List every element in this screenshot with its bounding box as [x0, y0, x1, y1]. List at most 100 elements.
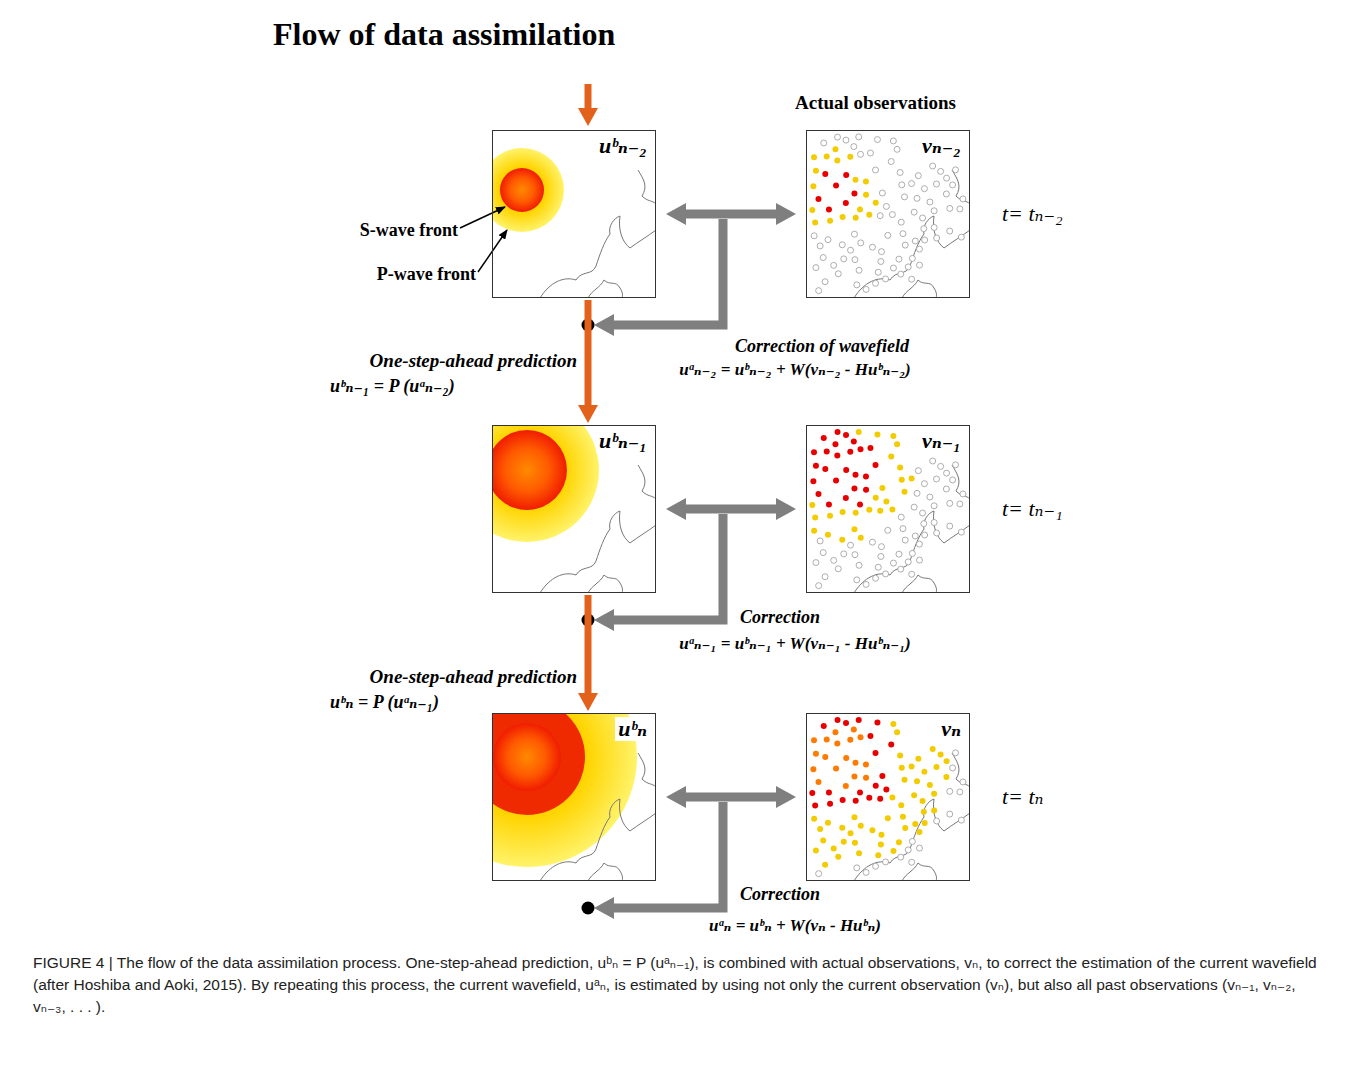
station-dot [958, 529, 964, 535]
station-dot [840, 214, 846, 220]
station-dot [934, 818, 940, 824]
station-dot [851, 144, 857, 150]
s-wave-core [493, 723, 561, 791]
station-dot [810, 766, 816, 772]
station-dot [917, 262, 923, 268]
station-dot [885, 815, 891, 821]
station-dot [853, 510, 859, 516]
station-dot [889, 795, 895, 801]
prediction-arrow [585, 300, 592, 407]
station-dot [943, 486, 949, 492]
station-dot [899, 477, 905, 483]
station-dot [826, 206, 832, 212]
station-dot [874, 432, 880, 438]
station-dot [927, 782, 933, 788]
station-dot [947, 228, 953, 234]
station-dot [812, 514, 818, 520]
s-wave-zone [500, 168, 544, 212]
analysis-dot [582, 902, 595, 915]
station-dot [944, 758, 950, 764]
station-dot [820, 255, 826, 261]
station-dot [843, 432, 849, 438]
station-dot [817, 243, 823, 249]
station-dot [822, 279, 828, 285]
station-dot [820, 550, 826, 556]
station-dot [851, 727, 857, 733]
station-dot [896, 839, 902, 845]
station-dot [825, 820, 831, 826]
station-dot [834, 741, 840, 747]
station-dot [857, 790, 863, 796]
station-dot [832, 146, 838, 152]
station-dot [863, 869, 869, 875]
station-dot [953, 750, 959, 756]
station-dot [869, 827, 875, 833]
station-dot [852, 257, 858, 263]
station-dot [890, 721, 896, 727]
station-dot [852, 840, 858, 846]
station-dot [947, 811, 953, 817]
station-dot [917, 557, 923, 563]
station-dot [909, 859, 915, 865]
station-dot [960, 779, 966, 785]
station-dot [921, 769, 927, 775]
correction-arrow [612, 802, 723, 908]
station-dot [883, 859, 889, 865]
station-dot [856, 562, 862, 568]
station-dot [817, 538, 823, 544]
leader-arrow [460, 207, 505, 228]
station-dot [839, 825, 845, 831]
station-dot [902, 489, 908, 495]
station-dot [888, 742, 894, 748]
station-dot [873, 863, 879, 869]
station-dot [869, 539, 875, 545]
station-dot [921, 521, 927, 527]
station-dot [821, 140, 827, 146]
station-dot [867, 150, 873, 156]
wavefield-map [455, 398, 656, 593]
station-dot [831, 557, 837, 563]
station-dot [851, 814, 857, 820]
station-dot [909, 476, 915, 482]
station-dot [890, 138, 896, 144]
station-dot [856, 134, 862, 140]
station-dot [890, 848, 896, 854]
station-dot [843, 783, 849, 789]
station-dot [905, 264, 911, 270]
station-dot [816, 288, 822, 294]
equation: uᵇₙ = P (uᵃₙ₋₁) [330, 692, 439, 713]
station-dot [863, 487, 869, 493]
station-dot [832, 729, 838, 735]
station-dot [879, 190, 885, 196]
station-dot [902, 777, 908, 783]
step-heading: Correction [740, 884, 820, 905]
station-dot [840, 509, 846, 515]
station-dot [890, 265, 896, 271]
station-dot [878, 544, 884, 550]
station-dot [914, 490, 920, 496]
station-dot [843, 755, 849, 761]
coastline [638, 753, 656, 787]
station-dot [912, 533, 918, 539]
station-dot [858, 734, 864, 740]
station-dot [858, 823, 864, 829]
prediction-arrow [585, 595, 592, 695]
station-dot [897, 169, 903, 175]
station-dot [902, 825, 908, 831]
station-dot [873, 750, 879, 756]
station-dot [900, 526, 906, 532]
coastline [540, 216, 656, 298]
station-dot [817, 826, 823, 832]
station-dot [824, 448, 830, 454]
station-dot [877, 213, 883, 219]
station-dot [843, 200, 849, 206]
station-dot [835, 566, 841, 572]
column-heading: Actual observations [795, 92, 956, 114]
station-dot [835, 271, 841, 277]
correction-arrow [612, 219, 723, 325]
coastline [638, 170, 656, 204]
station-dot [905, 559, 911, 565]
station-dot [831, 262, 837, 268]
station-dot [911, 209, 917, 215]
station-dot [914, 778, 920, 784]
